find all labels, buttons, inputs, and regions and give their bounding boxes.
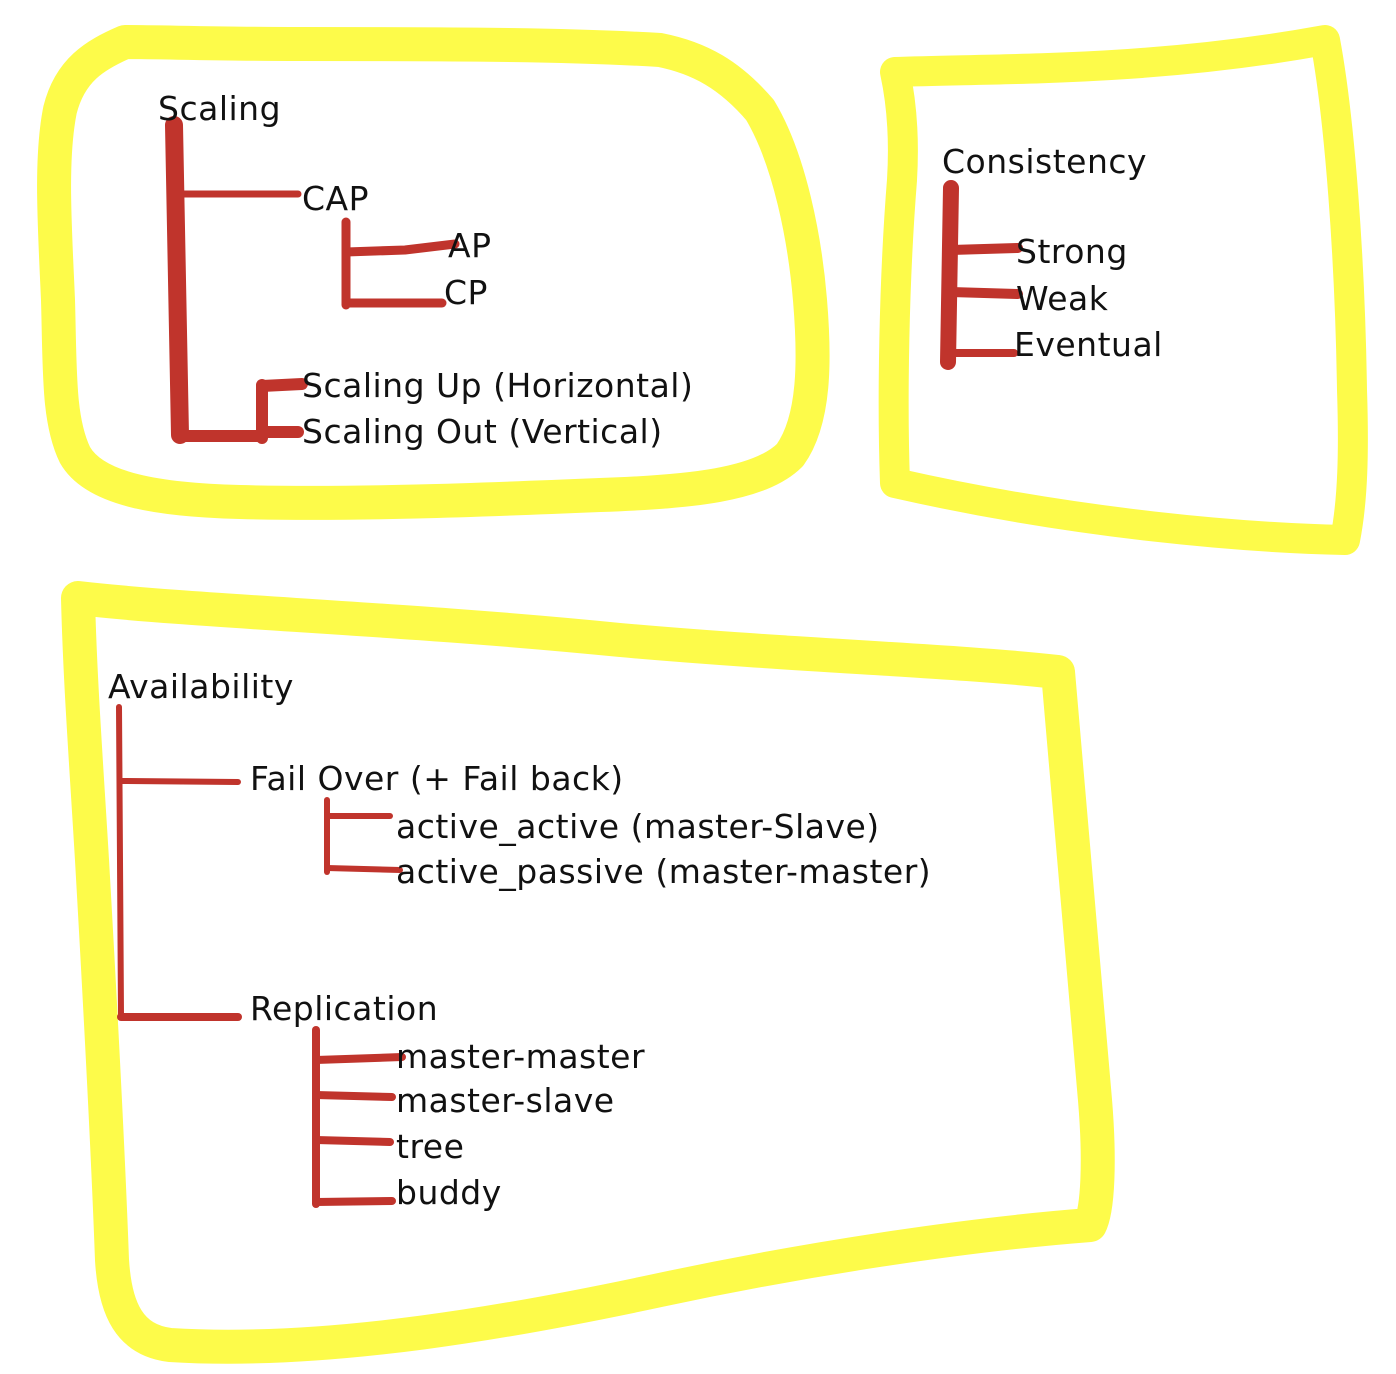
- failover-active-passive-label: active_passive (master-master): [396, 852, 931, 891]
- availability-title: Availability: [108, 667, 294, 706]
- scaling-box-outline: [37, 25, 830, 520]
- failover-active-active-label: active_active (master-Slave): [396, 807, 880, 846]
- availability-box: [61, 581, 1115, 1364]
- scaling-connectors: [165, 116, 460, 444]
- consistency-labels: Consistency Strong Weak Eventual: [942, 142, 1163, 364]
- scaling-out-label: Scaling Out (Vertical): [302, 412, 663, 451]
- consistency-weak-branch-line: [946, 287, 1023, 299]
- failover-active-passive-branch-line: [324, 865, 403, 873]
- scaling-labels: Scaling CAP AP CP Scaling Up (Horizontal…: [158, 89, 693, 451]
- replication-tree-label: tree: [396, 1127, 464, 1166]
- availability-box-outline: [61, 581, 1115, 1364]
- replication-master-master-branch-line: [312, 1053, 406, 1064]
- replication-buddy-label: buddy: [396, 1173, 502, 1212]
- scaling-ap-label: AP: [448, 226, 491, 265]
- scaling-cap-label: CAP: [302, 179, 369, 218]
- consistency-connectors: [940, 180, 1023, 370]
- availability-replication-label: Replication: [250, 989, 438, 1028]
- consistency-box: [878, 25, 1368, 555]
- replication-master-slave-label: master-slave: [396, 1081, 615, 1120]
- availability-connectors: [116, 704, 406, 1208]
- consistency-strong-label: Strong: [1016, 232, 1128, 271]
- scaling-up-branch-line: [256, 378, 308, 392]
- consistency-title: Consistency: [942, 142, 1147, 181]
- availability-failover-label: Fail Over (+ Fail back): [250, 759, 624, 798]
- availability-failover-branch-line: [118, 778, 241, 785]
- scaling-up-label: Scaling Up (Horizontal): [302, 366, 693, 405]
- scaling-cp-label: CP: [444, 273, 488, 312]
- consistency-strong-branch-line: [946, 243, 1023, 255]
- replication-tree-branch-line: [312, 1136, 394, 1146]
- consistency-weak-label: Weak: [1016, 279, 1109, 318]
- consistency-trunk-line: [940, 180, 959, 370]
- consistency-eventual-label: Eventual: [1014, 325, 1163, 364]
- replication-buddy-branch-line: [312, 1197, 396, 1206]
- scaling-trunk-line: [165, 116, 189, 444]
- availability-trunk-line: [116, 704, 124, 1018]
- availability-labels: Availability Fail Over (+ Fail back) act…: [108, 667, 931, 1212]
- replication-master-slave-branch-line: [312, 1091, 396, 1101]
- cap-ap-branch-line: [341, 239, 460, 257]
- scaling-title: Scaling: [158, 89, 281, 128]
- consistency-box-outline: [878, 25, 1368, 555]
- scaling-box: [37, 25, 830, 520]
- replication-master-master-label: master-master: [396, 1037, 645, 1076]
